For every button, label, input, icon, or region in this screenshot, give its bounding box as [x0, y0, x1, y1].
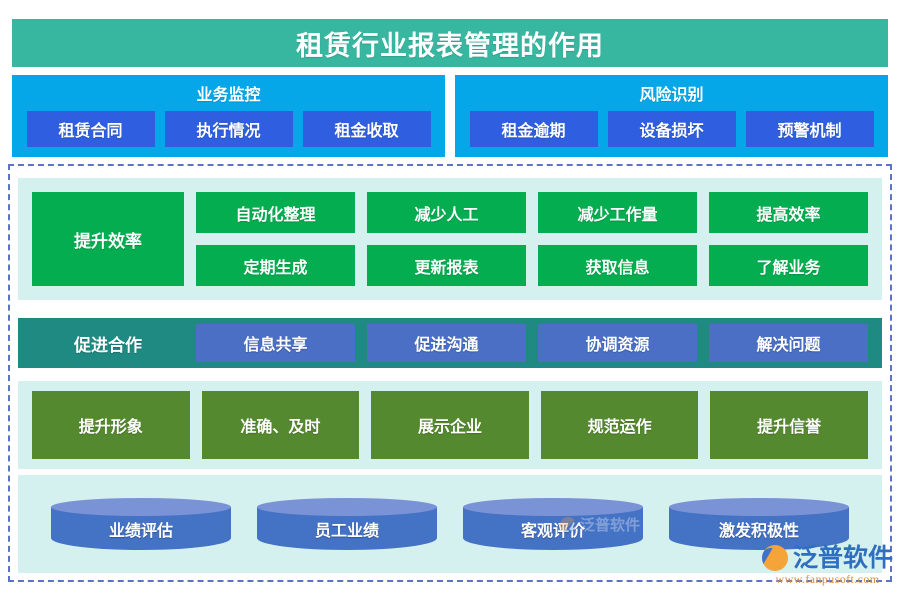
- chip-item[interactable]: 租金收取: [302, 111, 431, 147]
- brand-mark-icon: [762, 545, 788, 571]
- cylinder-row: 业绩评估 员工业绩 客观评价 激发积极性: [18, 475, 882, 573]
- cooperation-item[interactable]: 信息共享: [196, 324, 355, 362]
- panel-chip-group: 租赁合同 执行情况 租金收取: [12, 111, 445, 147]
- page-title: 租赁行业报表管理的作用: [296, 30, 604, 61]
- cooperation-item-group: 信息共享 促进沟通 协调资源 解决问题: [196, 324, 868, 362]
- efficiency-row: 提升效率 自动化整理 减少人工 减少工作量 提高效率 定期生成 更新报表 获取信…: [18, 178, 882, 300]
- brand-name: 泛普软件: [793, 543, 894, 572]
- cylinder-item[interactable]: 客观评价: [463, 498, 643, 550]
- panel-business-monitoring: 业务监控 租赁合同 执行情况 租金收取: [12, 75, 445, 157]
- efficiency-item[interactable]: 提高效率: [709, 192, 868, 233]
- cylinder-item[interactable]: 激发积极性: [669, 498, 849, 550]
- chip-item[interactable]: 设备损坏: [607, 111, 736, 147]
- efficiency-item[interactable]: 减少人工: [367, 192, 526, 233]
- brand-logo: 泛普软件 www.fanpusoft.com: [762, 545, 893, 587]
- image-item[interactable]: 提升信誉: [710, 391, 868, 459]
- cylinder-top-ellipse: [257, 498, 437, 516]
- image-item[interactable]: 展示企业: [371, 391, 529, 459]
- page-title-bar: 租赁行业报表管理的作用: [12, 19, 888, 67]
- image-row: 提升形象 准确、及时 展示企业 规范运作 提升信誉: [18, 381, 882, 469]
- cylinder-label: 业绩评估: [108, 522, 173, 540]
- cooperation-lead-label: 促进合作: [74, 335, 142, 355]
- cylinder-top-ellipse: [51, 498, 231, 516]
- efficiency-item[interactable]: 了解业务: [709, 245, 868, 286]
- panel-chip-group: 租金逾期 设备损坏 预警机制: [455, 111, 888, 147]
- efficiency-item[interactable]: 减少工作量: [538, 192, 697, 233]
- cylinder-top-ellipse: [463, 498, 643, 516]
- efficiency-item[interactable]: 更新报表: [367, 245, 526, 286]
- efficiency-item[interactable]: 获取信息: [538, 245, 697, 286]
- cylinder-label: 激发积极性: [718, 522, 799, 540]
- cooperation-item[interactable]: 促进沟通: [367, 324, 526, 362]
- chip-item[interactable]: 执行情况: [164, 111, 293, 147]
- chip-item[interactable]: 租赁合同: [26, 111, 155, 147]
- image-item[interactable]: 规范运作: [540, 391, 699, 459]
- panel-risk-identification: 风险识别 租金逾期 设备损坏 预警机制: [455, 75, 888, 157]
- top-panels: 业务监控 租赁合同 执行情况 租金收取 风险识别 租金逾期 设备损坏 预警机制: [12, 75, 888, 157]
- cooperation-item[interactable]: 协调资源: [538, 324, 697, 362]
- image-item[interactable]: 准确、及时: [201, 391, 360, 459]
- brand-url: www.fanpusoft.com: [775, 572, 880, 586]
- cylinder-item[interactable]: 业绩评估: [51, 498, 231, 550]
- chip-item[interactable]: 租金逾期: [469, 111, 598, 147]
- cooperation-item[interactable]: 解决问题: [709, 324, 868, 362]
- efficiency-lead-tile[interactable]: 提升效率: [32, 192, 184, 286]
- cylinder-top-ellipse: [669, 498, 849, 516]
- image-item[interactable]: 提升形象: [32, 391, 190, 459]
- efficiency-grid: 自动化整理 减少人工 减少工作量 提高效率 定期生成 更新报表 获取信息 了解业…: [196, 192, 868, 286]
- cylinder-label: 员工业绩: [314, 522, 379, 540]
- cooperation-row: 促进合作 信息共享 促进沟通 协调资源 解决问题: [18, 318, 882, 368]
- panel-title: 风险识别: [639, 87, 704, 104]
- panel-title: 业务监控: [196, 87, 261, 104]
- brand-logo-row: 泛普软件: [762, 545, 893, 571]
- cylinder-label: 客观评价: [520, 522, 585, 540]
- cylinder-item[interactable]: 员工业绩: [257, 498, 437, 550]
- efficiency-item[interactable]: 定期生成: [196, 245, 355, 286]
- chip-item[interactable]: 预警机制: [745, 111, 874, 147]
- dashed-container: [8, 164, 892, 582]
- efficiency-item[interactable]: 自动化整理: [196, 192, 355, 233]
